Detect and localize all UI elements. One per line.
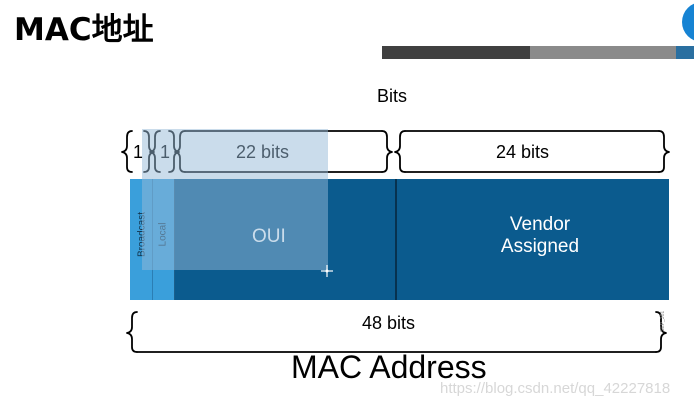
vendor-assigned-label: Vendor Assigned [470,214,610,258]
total-size-label: 48 bits [362,313,416,333]
field-divider [395,179,397,300]
vendor-label-line2: Assigned [500,236,580,257]
brace-total [126,311,138,353]
page-title: MAC地址 [14,12,154,48]
bit1-size-label: 1 [133,142,144,162]
bits-heading: Bits [377,86,408,106]
selection-overlay [142,129,328,270]
circle-logo-icon [682,2,694,42]
move-cursor-icon [321,265,333,277]
accent-stripe-mid [530,46,676,59]
vendor-label-line1: Vendor [509,214,571,235]
brace-bit1 [121,130,133,173]
brace-vendor [394,130,406,173]
accent-stripe-end [676,46,694,59]
figure-tag: SEP_301 [660,310,666,332]
vendor-size-label: 24 bits [496,142,550,162]
diagram-caption: MAC Address [291,349,487,385]
accent-stripe-dark [382,46,530,59]
watermark: https://blog.csdn.net/qq_42227818 [440,380,671,397]
